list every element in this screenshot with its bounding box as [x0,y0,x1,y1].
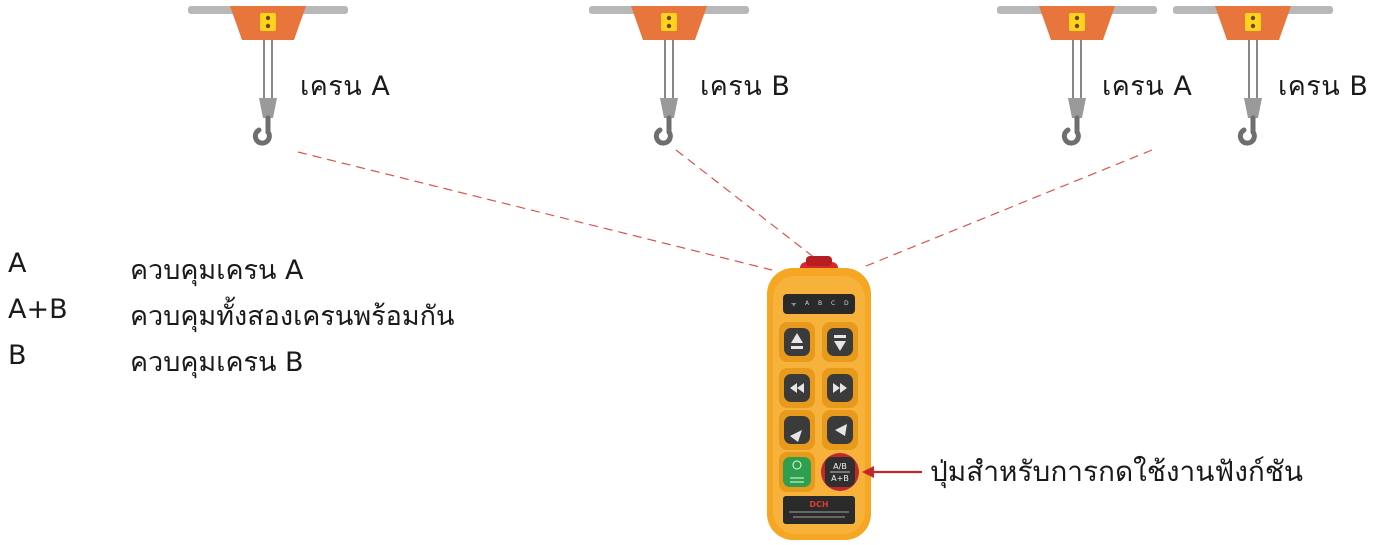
function-button-bottom-label: A+B [831,474,849,483]
signal-line-crane-b [675,149,821,263]
indicator-label: B [818,300,822,307]
callout-text: ปุ่มสำหรับการกดใช้งานฟังก์ชัน [930,455,1303,488]
legend-key: A+B [8,294,68,325]
crane-label: เครน A [1102,71,1193,102]
indicator-label: C [831,300,835,307]
legend-key: A [8,248,27,279]
crane-label: เครน B [700,71,791,102]
start-button [783,457,811,487]
remote-buttons: A/B A+B [779,322,859,492]
crane-icon [589,6,749,146]
remote-control: ᯤ A B C D [767,256,871,540]
crane-icon [997,6,1157,146]
function-button-top-label: A/B [833,462,847,471]
indicator-label: A [805,300,810,307]
svg-text:ᯤ: ᯤ [791,301,797,308]
legend-description: ควบคุมเครน B [130,347,304,378]
legend-description: ควบคุมทั้งสองเครนพร้อมกัน [130,301,455,332]
callout-arrow [862,466,922,478]
legend-description: ควบคุมเครน A [130,255,304,286]
crane-icon [1173,6,1333,146]
indicator-labels: A B C D [805,300,849,307]
signal-lines [297,149,1153,271]
rotate-left-button [784,416,810,444]
indicator-label: D [844,300,849,307]
signal-line-crane-a [297,151,773,271]
crane-label: เครน A [300,71,391,102]
crane-icon [188,6,348,146]
brand-label: DCH [809,500,828,509]
signal-line-crane-ab [865,149,1153,267]
crane-label: เครน B [1278,71,1369,102]
legend-key: B [8,340,27,371]
